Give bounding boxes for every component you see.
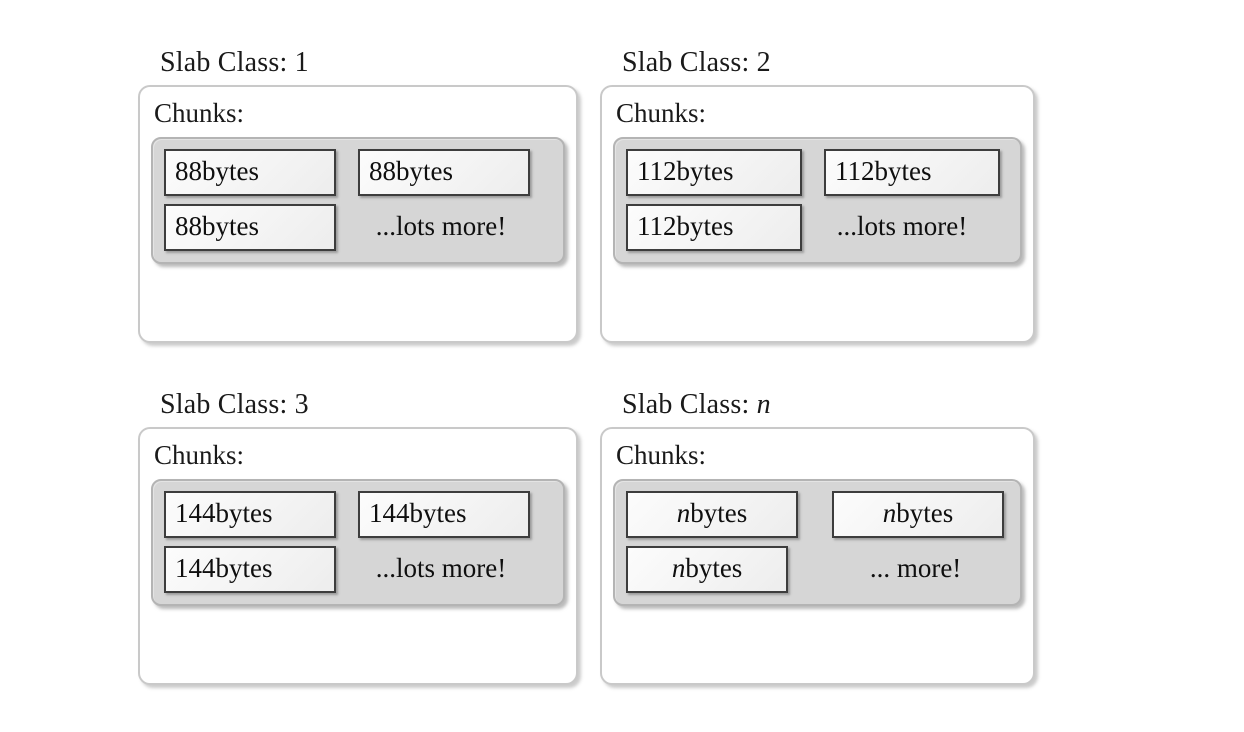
slab-title-value: 1 (294, 47, 309, 78)
chunk-unit: bytes (896, 498, 954, 528)
slab-panel-body-2: Chunks: 112 bytes 112 bytes 112 bytes ..… (600, 85, 1035, 343)
chunk-size: 144 (175, 553, 216, 583)
chunk-size: 88 (369, 156, 396, 186)
chunk-unit: bytes (874, 156, 932, 186)
chunk-size: 144 (175, 498, 216, 528)
chunk-cell[interactable]: 88 bytes (358, 149, 530, 196)
chunk-container-n: n bytes n bytes n bytes ... more! (613, 479, 1022, 606)
chunk-cell[interactable]: 88 bytes (164, 204, 336, 251)
chunk-cell[interactable]: 112 bytes (824, 149, 1000, 196)
chunk-size: 88 (175, 156, 202, 186)
chunk-unit: bytes (202, 211, 259, 241)
more-chunks-label: ...lots more! (375, 553, 507, 583)
chunk-unit: bytes (409, 498, 467, 528)
slab-panel-body-1: Chunks: 88 bytes 88 bytes 88 bytes ...lo… (138, 85, 578, 343)
chunk-size: n (671, 553, 686, 583)
more-chunks-label: ... more! (869, 553, 962, 583)
chunk-size: 112 (637, 211, 677, 241)
slab-title-n: Slab Class: n (600, 390, 1035, 420)
slab-class-panel-n: Slab Class: n Chunks: n bytes n bytes n … (600, 390, 1035, 685)
chunk-cell[interactable]: 144 bytes (164, 546, 336, 593)
chunk-unit: bytes (685, 553, 743, 583)
slab-panel-body-3: Chunks: 144 bytes 144 bytes 144 bytes ..… (138, 427, 578, 685)
chunk-cell[interactable]: n bytes (626, 546, 789, 593)
chunk-cell[interactable]: 144 bytes (164, 491, 336, 538)
slab-panel-body-n: Chunks: n bytes n bytes n bytes ... more… (600, 427, 1035, 685)
chunk-row: 144 bytes ...lots more! (164, 546, 552, 593)
chunk-unit: bytes (396, 156, 453, 186)
chunk-row: 88 bytes 88 bytes (164, 149, 552, 196)
slab-title-1: Slab Class: 1 (138, 48, 578, 78)
chunks-label-2: Chunks: (616, 98, 707, 128)
chunk-row: 112 bytes ...lots more! (626, 204, 1009, 251)
chunk-size: n (676, 498, 691, 528)
chunk-row: 144 bytes 144 bytes (164, 491, 552, 538)
chunk-cell[interactable]: 144 bytes (358, 491, 530, 538)
chunk-size: 112 (835, 156, 875, 186)
chunk-cell[interactable]: n bytes (832, 491, 1004, 538)
chunk-row: 88 bytes ...lots more! (164, 204, 552, 251)
chunk-cell[interactable]: 112 bytes (626, 204, 802, 251)
slab-class-panel-3: Slab Class: 3 Chunks: 144 bytes 144 byte… (138, 390, 578, 685)
chunk-size: 88 (175, 211, 202, 241)
slab-title-prefix: Slab Class: (622, 389, 757, 420)
slab-title-3: Slab Class: 3 (138, 390, 578, 420)
chunk-size: 144 (369, 498, 410, 528)
slab-title-value: n (756, 389, 771, 420)
slab-title-prefix: Slab Class: (622, 47, 757, 78)
chunks-label-1: Chunks: (154, 98, 245, 128)
chunks-label-3: Chunks: (154, 440, 245, 470)
slab-class-panel-2: Slab Class: 2 Chunks: 112 bytes 112 byte… (600, 48, 1035, 343)
slab-title-value: 2 (756, 47, 771, 78)
chunk-cell[interactable]: 112 bytes (626, 149, 802, 196)
chunk-container-2: 112 bytes 112 bytes 112 bytes ...lots mo… (613, 137, 1022, 264)
chunk-unit: bytes (690, 498, 748, 528)
chunks-label-n: Chunks: (616, 440, 707, 470)
slab-title-prefix: Slab Class: (160, 47, 295, 78)
chunk-unit: bytes (676, 211, 734, 241)
more-chunks-label: ...lots more! (375, 211, 507, 241)
chunk-row: 112 bytes 112 bytes (626, 149, 1009, 196)
chunk-cell[interactable]: n bytes (626, 491, 798, 538)
chunk-container-1: 88 bytes 88 bytes 88 bytes ...lots more! (151, 137, 565, 264)
slab-title-2: Slab Class: 2 (600, 48, 1035, 78)
chunk-cell[interactable]: 88 bytes (164, 149, 336, 196)
slab-title-value: 3 (294, 389, 309, 420)
slab-class-panel-1: Slab Class: 1 Chunks: 88 bytes 88 bytes … (138, 48, 578, 343)
chunk-unit: bytes (202, 156, 259, 186)
chunk-unit: bytes (676, 156, 734, 186)
more-chunks-label: ...lots more! (836, 211, 968, 241)
chunk-size: n (882, 498, 897, 528)
slab-title-prefix: Slab Class: (160, 389, 295, 420)
chunk-row: n bytes ... more! (626, 546, 1009, 593)
chunk-unit: bytes (215, 553, 273, 583)
chunk-container-3: 144 bytes 144 bytes 144 bytes ...lots mo… (151, 479, 565, 606)
chunk-unit: bytes (215, 498, 273, 528)
chunk-size: 112 (637, 156, 677, 186)
chunk-row: n bytes n bytes (626, 491, 1009, 538)
